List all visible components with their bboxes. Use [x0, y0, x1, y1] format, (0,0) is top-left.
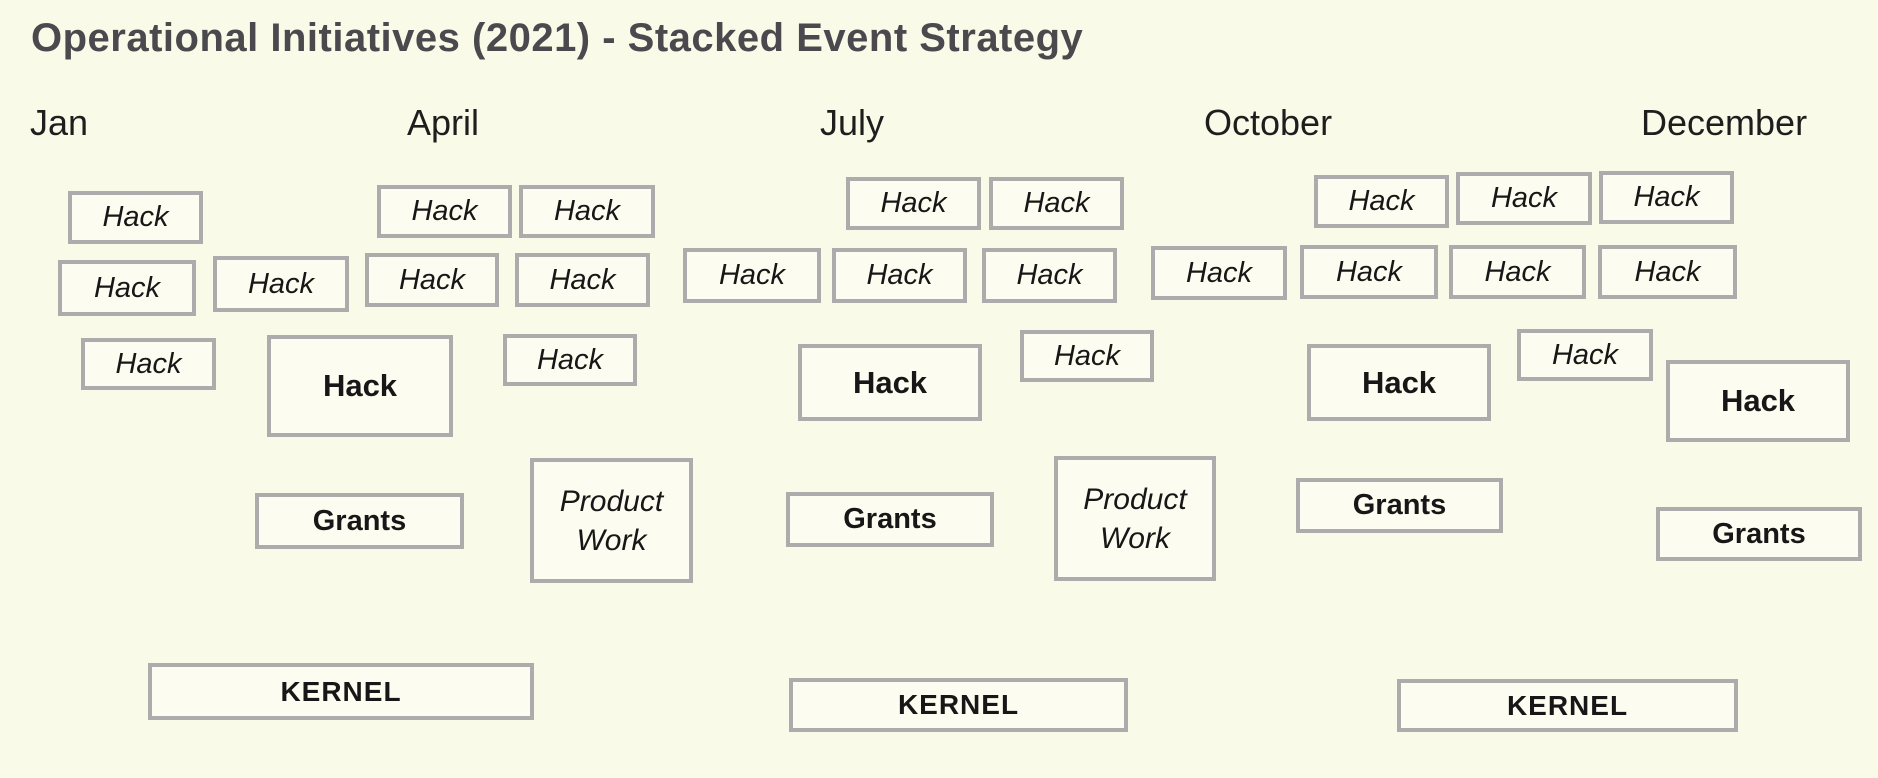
hack-small-label: Hack — [880, 187, 947, 219]
product-work-box: Product Work — [530, 458, 693, 583]
hack-small-box: Hack — [515, 253, 650, 307]
hack-large-label: Hack — [852, 364, 928, 400]
grants-box: Grants — [1296, 478, 1503, 533]
hack-small-box: Hack — [846, 177, 981, 230]
grants-label: Grants — [1352, 489, 1447, 521]
hack-small-label: Hack — [866, 259, 933, 291]
hack-small-label: Hack — [1185, 256, 1253, 289]
hack-small-label: Hack — [398, 263, 466, 296]
hack-large-label: Hack — [322, 368, 398, 403]
hack-small-label: Hack — [1348, 185, 1415, 217]
hack-small-box: Hack — [683, 248, 821, 303]
kernel-box: KERNEL — [1397, 679, 1738, 732]
grants-label: Grants — [312, 504, 407, 537]
grants-label: Grants — [1712, 517, 1806, 550]
hack-large-box: Hack — [267, 335, 453, 437]
hack-small-label: Hack — [1023, 187, 1090, 219]
hack-small-box: Hack — [213, 256, 349, 312]
hack-small-box: Hack — [81, 338, 216, 390]
hack-small-label: Hack — [1634, 255, 1701, 288]
hack-small-label: Hack — [549, 263, 616, 296]
hack-large-box: Hack — [1307, 344, 1491, 421]
hack-large-box: Hack — [1666, 360, 1850, 442]
hack-small-label: Hack — [102, 201, 169, 233]
hack-small-box: Hack — [982, 248, 1117, 303]
month-label-october: October — [1204, 102, 1333, 143]
hack-small-box: Hack — [519, 185, 655, 238]
hack-small-box: Hack — [832, 248, 967, 303]
product-work-box: Product Work — [1054, 456, 1216, 581]
grants-box: Grants — [1656, 507, 1862, 561]
hack-small-box: Hack — [1449, 245, 1586, 299]
hack-small-label: Hack — [1551, 338, 1619, 371]
hack-small-label: Hack — [411, 195, 478, 227]
hack-small-label: Hack — [536, 343, 604, 376]
hack-small-label: Hack — [1633, 181, 1700, 213]
product-work-label: Product Work — [1083, 482, 1187, 555]
hack-small-box: Hack — [1456, 172, 1592, 225]
hack-small-box: Hack — [1314, 175, 1449, 228]
month-label-april: April — [407, 102, 480, 143]
page-title: Operational Initiatives (2021) - Stacked… — [31, 16, 1084, 60]
hack-small-box: Hack — [1151, 246, 1287, 300]
hack-small-label: Hack — [718, 259, 786, 291]
hack-small-label: Hack — [553, 195, 621, 227]
kernel-box: KERNEL — [148, 663, 534, 720]
hack-small-box: Hack — [365, 253, 499, 307]
hack-small-box: Hack — [68, 191, 203, 244]
hack-small-box: Hack — [1599, 171, 1734, 224]
hack-small-label: Hack — [93, 271, 161, 304]
hack-small-box: Hack — [503, 334, 637, 386]
hack-small-label: Hack — [1053, 339, 1121, 372]
hack-small-box: Hack — [1598, 245, 1737, 299]
hack-small-label: Hack — [1335, 255, 1403, 288]
hack-large-box: Hack — [798, 344, 982, 421]
kernel-label: KERNEL — [280, 675, 402, 707]
hack-small-box: Hack — [1300, 245, 1438, 299]
hack-small-label: Hack — [247, 267, 315, 300]
grants-label: Grants — [843, 503, 937, 535]
hack-small-box: Hack — [377, 185, 512, 238]
kernel-label: KERNEL — [1506, 689, 1629, 721]
hack-large-label: Hack — [1361, 364, 1437, 400]
kernel-box: KERNEL — [789, 678, 1128, 732]
hack-large-label: Hack — [1720, 383, 1796, 418]
hack-small-label: Hack — [1490, 182, 1558, 214]
hack-small-box: Hack — [58, 260, 196, 316]
month-label-december: December — [1641, 102, 1808, 143]
hack-small-label: Hack — [115, 347, 182, 380]
grants-box: Grants — [786, 492, 994, 547]
kernel-label: KERNEL — [897, 689, 1020, 720]
hack-small-box: Hack — [1517, 329, 1653, 381]
product-work-label: Product Work — [559, 484, 664, 557]
hack-small-label: Hack — [1484, 255, 1551, 288]
grants-box: Grants — [255, 493, 464, 549]
month-label-jan: Jan — [30, 102, 89, 143]
hack-small-label: Hack — [1016, 259, 1083, 291]
hack-small-box: Hack — [1020, 330, 1154, 382]
hack-small-box: Hack — [989, 177, 1124, 230]
month-label-july: July — [820, 102, 885, 143]
